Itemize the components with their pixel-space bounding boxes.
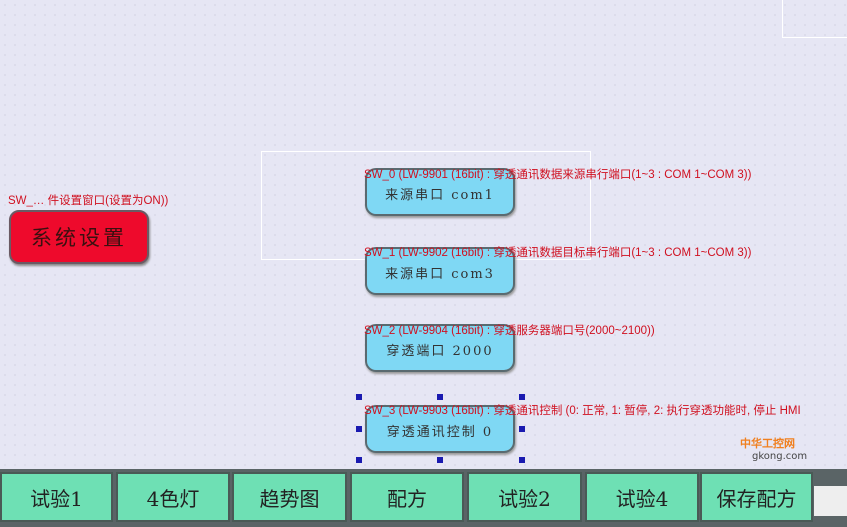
system-settings-button[interactable]: 系统设置 [9, 210, 149, 264]
nav-recipe[interactable]: 配方 [350, 472, 464, 522]
panel-edge [814, 486, 847, 516]
nav-test4[interactable]: 试验4 [585, 472, 699, 522]
selection-handle[interactable] [519, 394, 525, 400]
target-port-button[interactable]: 来源串口 com3 [365, 247, 515, 295]
nav-trend-chart[interactable]: 趋势图 [232, 472, 347, 522]
selection-handle[interactable] [356, 394, 362, 400]
window-frame [782, 0, 847, 38]
nav-4-color-light[interactable]: 4色灯 [116, 472, 230, 522]
system-settings-caption: SW_… 件设置窗口(设置为ON)) [8, 195, 169, 207]
passthrough-port-caption: SW_2 (LW-9904 (16bit) : 穿透服务器端口号(2000~21… [364, 325, 655, 337]
selection-handle[interactable] [519, 457, 525, 463]
selection-handle[interactable] [437, 394, 443, 400]
target-port-caption: SW_1 (LW-9902 (16bit) : 穿透通讯数据目标串行端口(1~3… [364, 247, 752, 259]
selection-handle[interactable] [356, 426, 362, 432]
passthrough-port-button[interactable]: 穿透端口 2000 [365, 324, 515, 372]
watermark-logo: 中华工控网 [740, 437, 795, 450]
source-port-button[interactable]: 来源串口 com1 [365, 168, 515, 216]
nav-test1[interactable]: 试验1 [0, 472, 113, 522]
watermark-url: gkong.com [752, 451, 808, 462]
passthrough-control-button[interactable]: 穿透通讯控制 0 [365, 405, 515, 453]
selection-handle[interactable] [356, 457, 362, 463]
nav-save-recipe[interactable]: 保存配方 [700, 472, 813, 522]
nav-test2[interactable]: 试验2 [467, 472, 582, 522]
selection-handle[interactable] [519, 426, 525, 432]
source-port-caption: SW_0 (LW-9901 (16bit) : 穿透通讯数据来源串行端口(1~3… [364, 169, 752, 181]
passthrough-control-caption: SW_3 (LW-9903 (16bit) : 穿透通讯控制 (0: 正常, 1… [364, 405, 801, 417]
selection-handle[interactable] [437, 457, 443, 463]
